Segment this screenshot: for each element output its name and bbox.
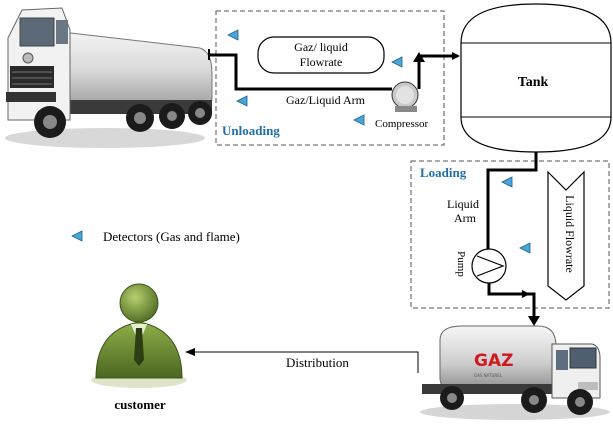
person-icon <box>91 283 187 388</box>
detector-triangle-icon <box>227 29 239 41</box>
liquid-flowrate-label: Liquid Flowrate <box>563 195 577 273</box>
distribution-arrow <box>185 348 419 373</box>
tank-label: Tank <box>518 75 549 90</box>
detectors-legend-label: Detectors (Gas and flame) <box>103 229 240 244</box>
loading-zone <box>410 160 610 309</box>
pump-icon <box>471 248 507 284</box>
liquid-arm-label-1: Liquid <box>447 197 479 211</box>
gaz-tanker-truck-icon: GAZ GAS NATUREL <box>420 325 610 420</box>
gas-liquid-arm-pipe <box>210 53 392 91</box>
liquid-arm-pipe <box>486 152 538 252</box>
distribution-label: Distribution <box>286 355 349 370</box>
gas-liquid-flowrate-label-2: Flowrate <box>300 55 343 69</box>
gas-liquid-flowrate-box <box>257 36 385 74</box>
detector-triangle-icon <box>391 56 403 68</box>
detector-triangle-icon <box>71 230 83 242</box>
unloading-zone <box>215 10 445 146</box>
gas-liquid-flowrate-label-1: Gaz/ liquid <box>294 40 348 54</box>
loading-title: Loading <box>420 165 467 180</box>
gaz-logo-subtext: GAS NATUREL <box>474 373 503 378</box>
tanker-truck-icon <box>5 7 213 148</box>
gas-liquid-arm-label: Gaz/Liquid Arm <box>286 93 366 107</box>
compressor-label: Compressor <box>375 118 429 130</box>
liquid-flowrate-box <box>547 170 585 301</box>
pump-to-truck-pipe <box>487 283 536 318</box>
detector-triangle-icon <box>353 114 365 126</box>
compressor-icon <box>391 81 419 112</box>
pump-label: Pump <box>455 251 467 277</box>
storage-tank <box>460 3 612 153</box>
customer-label: customer <box>114 397 165 412</box>
unloading-title: Unloading <box>222 123 280 138</box>
gaz-logo-text: GAZ <box>474 351 513 371</box>
compressor-to-tank-pipe <box>417 52 460 89</box>
detector-triangle-icon <box>501 176 513 188</box>
detector-triangle-icon <box>519 242 531 254</box>
detector-triangle-icon <box>236 95 248 107</box>
liquid-arm-label-2: Arm <box>454 211 477 225</box>
